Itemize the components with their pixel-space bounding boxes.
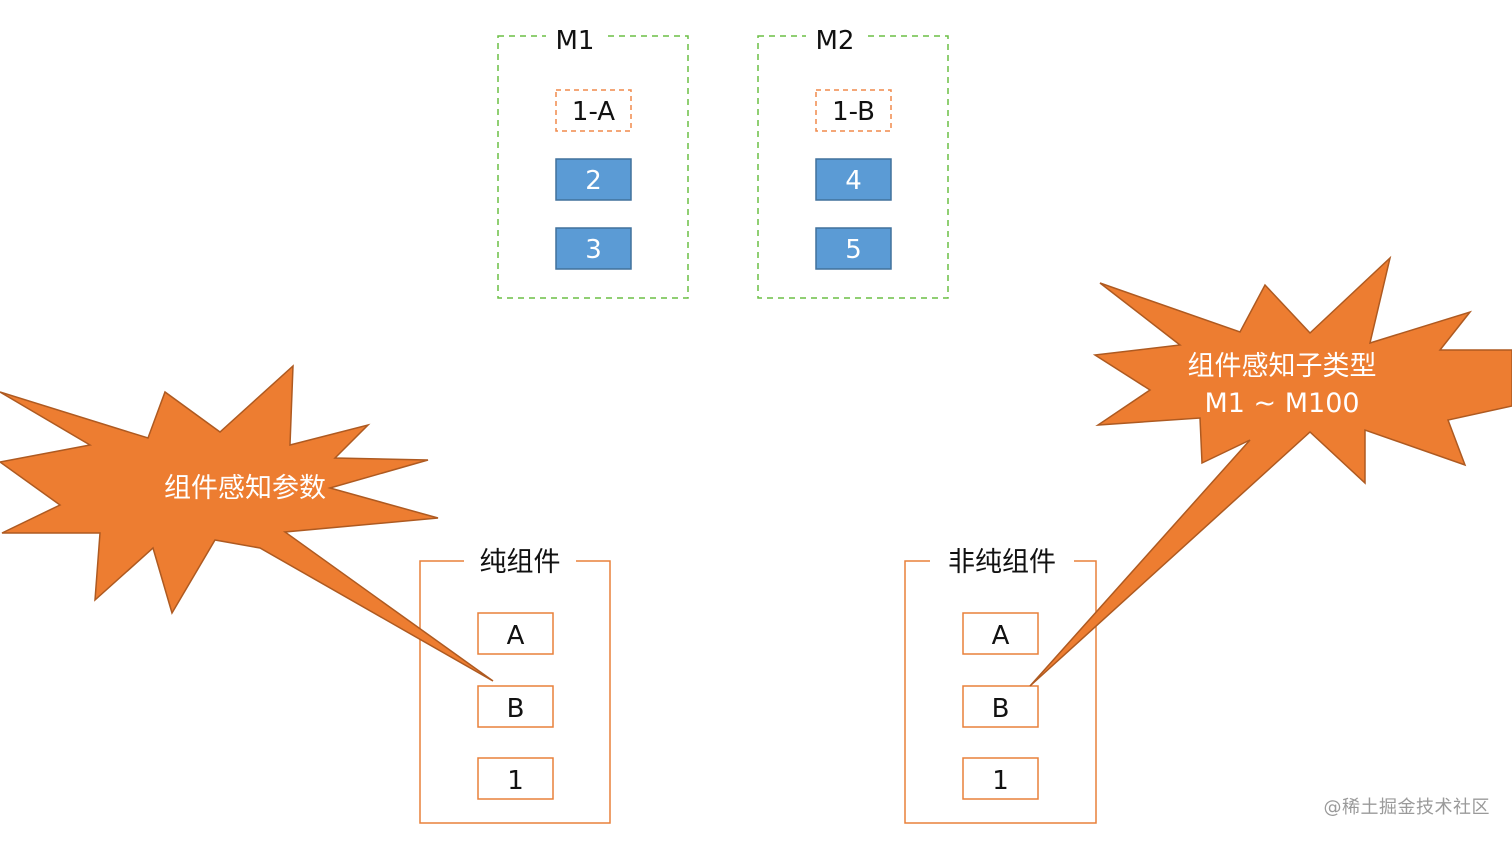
- item-1a-box: [555, 89, 632, 132]
- module-m2: M2 1-B 4 5: [757, 26, 949, 299]
- module-m1: M1 1-A 2 3: [497, 26, 689, 299]
- pure-component-title-mask: [464, 548, 576, 574]
- module-m2-title: M2: [816, 26, 855, 56]
- pure-component-group: 纯组件 A B 1: [419, 547, 611, 824]
- pure-item-b-box: [477, 685, 554, 728]
- impure-item-a-label: A: [992, 621, 1010, 651]
- callout-burst-right-line-1: 组件感知子类型: [1188, 351, 1377, 382]
- item-3-box: [555, 227, 632, 270]
- watermark-text: @稀土掘金技术社区: [1323, 797, 1490, 818]
- module-m1-title: M1: [556, 26, 595, 56]
- impure-item-a-box: [962, 612, 1039, 655]
- pure-item-a-label: A: [507, 621, 525, 651]
- item-1b-label: 1-B: [832, 97, 875, 127]
- impure-component-title-mask: [930, 548, 1074, 574]
- module-m1-frame: [497, 35, 689, 299]
- impure-item-1-box: [962, 757, 1039, 800]
- module-m2-frame: [757, 35, 949, 299]
- item-4-box: [815, 158, 892, 201]
- impure-item-b-label: B: [992, 694, 1010, 724]
- callout-burst-left: 组件感知参数: [0, 364, 494, 682]
- item-2-label: 2: [585, 166, 602, 196]
- item-4-label: 4: [845, 166, 862, 196]
- callout-burst-left-text: 组件感知参数: [164, 473, 326, 504]
- item-1a-label: 1-A: [572, 97, 615, 127]
- impure-component-title: 非纯组件: [948, 547, 1056, 578]
- pure-item-b-label: B: [507, 694, 525, 724]
- impure-item-1-label: 1: [992, 766, 1009, 796]
- module-m2-title-mask: [806, 26, 864, 48]
- callout-burst-right-line-2: M1 ~ M100: [1204, 388, 1359, 419]
- pure-item-a-box: [477, 612, 554, 655]
- item-5-label: 5: [845, 235, 862, 265]
- callout-burst-left-shape: [0, 364, 494, 682]
- item-5-box: [815, 227, 892, 270]
- pure-item-1-box: [477, 757, 554, 800]
- impure-item-b-box: [962, 685, 1039, 728]
- impure-component-group: 非纯组件 A B 1: [904, 547, 1097, 824]
- pure-item-1-label: 1: [507, 766, 524, 796]
- module-m1-title-mask: [546, 26, 604, 48]
- pure-component-title: 纯组件: [480, 547, 561, 578]
- item-2-box: [555, 158, 632, 201]
- callout-burst-right: 组件感知子类型 M1 ~ M100: [1029, 255, 1512, 687]
- item-3-label: 3: [585, 235, 602, 265]
- callout-burst-right-shape: [1029, 255, 1512, 687]
- item-1b-box: [815, 89, 892, 132]
